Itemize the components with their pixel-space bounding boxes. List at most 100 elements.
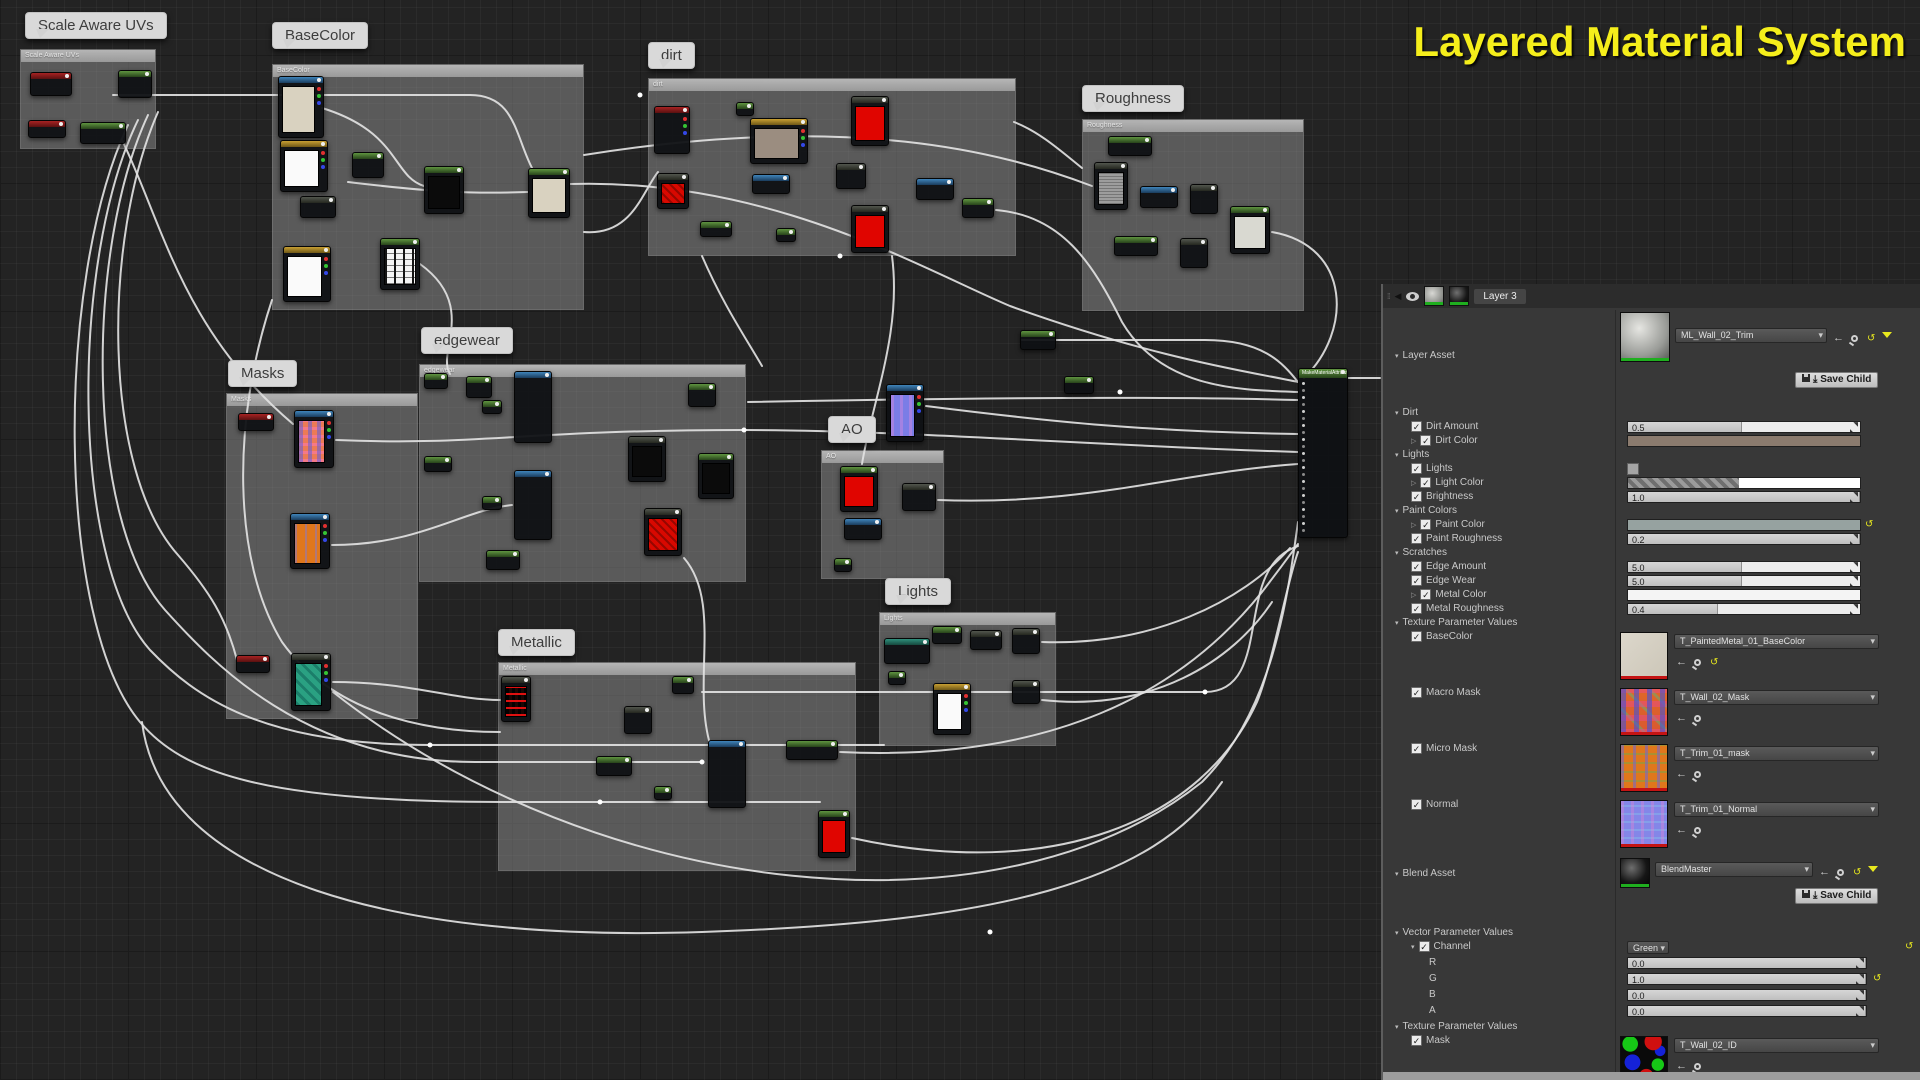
graph-node[interactable] [654,106,690,154]
graph-node[interactable] [482,496,502,510]
graph-node[interactable] [628,436,666,482]
graph-node[interactable] [238,413,274,431]
parameter-checkbox[interactable]: ✓ [1411,603,1422,614]
node-output-pin[interactable] [789,230,793,234]
expanded-arrow-icon[interactable]: ▾ [1395,1023,1399,1031]
node-output-pin[interactable] [659,438,663,442]
expand-arrow-icon[interactable]: ▷ [1411,591,1417,599]
node-output-pin[interactable] [687,678,691,682]
graph-node[interactable] [294,410,334,468]
bool-value-box[interactable] [1627,463,1639,475]
texture-thumbnail[interactable] [1620,744,1668,792]
graph-node[interactable] [698,453,734,499]
graph-node[interactable] [916,178,954,200]
graph-node[interactable] [1012,628,1040,654]
node-output-pin[interactable] [1171,188,1175,192]
graph-node[interactable] [424,373,448,389]
graph-node[interactable] [291,653,331,711]
graph-node[interactable] [501,676,531,722]
node-output-pin[interactable] [59,122,63,126]
back-arrow-icon[interactable]: ← [1676,824,1687,836]
expanded-arrow-icon[interactable]: ▾ [1395,549,1399,557]
graph-node[interactable] [851,205,889,253]
node-rgb-pins[interactable] [801,129,805,147]
node-output-pin[interactable] [327,412,331,416]
graph-node[interactable] [688,383,716,407]
asset-dropdown[interactable]: T_Trim_01_mask [1674,746,1879,761]
graph-node[interactable] [80,122,126,144]
color-swatch-bar[interactable] [1627,589,1861,601]
parameter-checkbox[interactable]: ✓ [1418,941,1430,952]
parameter-checkbox[interactable]: ✓ [1411,631,1422,642]
parameter-checkbox[interactable]: ✓ [1411,463,1422,474]
slider-drag-icon[interactable] [1850,562,1858,572]
value-slider[interactable]: 0.0 [1627,957,1867,969]
parameter-checkbox[interactable]: ✓ [1411,533,1422,544]
node-output-pin[interactable] [1145,138,1149,142]
slider-drag-icon[interactable] [1850,422,1858,432]
graph-node[interactable] [1140,186,1178,208]
node-output-pin[interactable] [955,628,959,632]
comment-bubble[interactable]: Masks [228,360,298,387]
graph-node[interactable] [278,76,324,138]
graph-node[interactable] [886,384,924,442]
graph-node[interactable] [290,513,330,569]
graph-node[interactable] [30,72,72,96]
asset-dropdown[interactable]: T_Trim_01_Normal [1674,802,1879,817]
slider-drag-icon[interactable] [1850,492,1858,502]
graph-node[interactable] [962,198,994,218]
graph-node[interactable] [1230,206,1270,254]
node-output-pin[interactable] [947,180,951,184]
graph-node[interactable] [786,740,838,760]
parameter-checkbox[interactable]: ✓ [1411,743,1422,754]
graph-node[interactable] [482,400,502,414]
parameter-checkbox[interactable]: ✓ [1420,477,1432,488]
graph-node[interactable] [1190,184,1218,214]
node-output-pin[interactable] [329,198,333,202]
layer-thumbnail[interactable] [1424,286,1445,306]
graph-node[interactable] [840,466,878,512]
node-output-pin[interactable] [831,742,835,746]
node-rgb-pins[interactable] [917,395,921,413]
color-swatch-bar[interactable] [1627,519,1861,531]
node-output-pin[interactable] [323,515,327,519]
expanded-arrow-icon[interactable]: ▾ [1395,929,1399,937]
node-output-pin[interactable] [917,386,921,390]
node-output-pin[interactable] [513,552,517,556]
node-output-pin[interactable] [987,200,991,204]
graph-node[interactable] [514,371,552,443]
search-icon[interactable] [1694,715,1701,722]
reset-to-default-icon[interactable]: ↺ [1867,333,1876,344]
graph-node[interactable] [528,168,570,218]
parameter-checkbox[interactable]: ✓ [1411,491,1422,502]
expanded-arrow-icon[interactable]: ▾ [1395,352,1399,360]
search-icon[interactable] [1851,335,1858,342]
slider-drag-icon[interactable] [1856,990,1864,1000]
slider-drag-icon[interactable] [1850,604,1858,614]
graph-node[interactable] [236,655,270,673]
node-output-pin[interactable] [875,520,879,524]
parameter-checkbox[interactable]: ✓ [1411,799,1422,810]
graph-node[interactable] [380,238,420,290]
node-output-pin[interactable] [882,98,886,102]
value-slider[interactable]: 0.0 [1627,989,1867,1001]
comment-bubble[interactable]: BaseColor [272,22,369,49]
expanded-arrow-icon[interactable]: ▾ [1395,619,1399,627]
node-output-pin[interactable] [747,104,751,108]
reset-to-default-icon[interactable]: ↺ [1905,941,1914,952]
graph-node[interactable] [932,626,962,644]
graph-node[interactable] [834,558,852,572]
blend-thumbnail[interactable] [1449,286,1470,306]
parameter-checkbox[interactable]: ✓ [1420,435,1432,446]
slider-drag-icon[interactable] [1856,974,1864,984]
node-rgb-pins[interactable] [317,87,321,105]
comment-bubble[interactable]: Roughness [1082,85,1184,112]
graph-node[interactable] [736,102,754,116]
graph-node[interactable] [654,786,672,800]
node-output-pin[interactable] [457,168,461,172]
node-output-pin[interactable] [1087,378,1091,382]
layer-header-bar[interactable]: ⁞⁞ ◀ Layer 3 [1383,284,1920,308]
expand-arrow-icon[interactable]: ▷ [1411,437,1417,445]
graph-node[interactable] [352,152,384,178]
asset-dropdown[interactable]: T_Wall_02_ID [1674,1038,1879,1053]
